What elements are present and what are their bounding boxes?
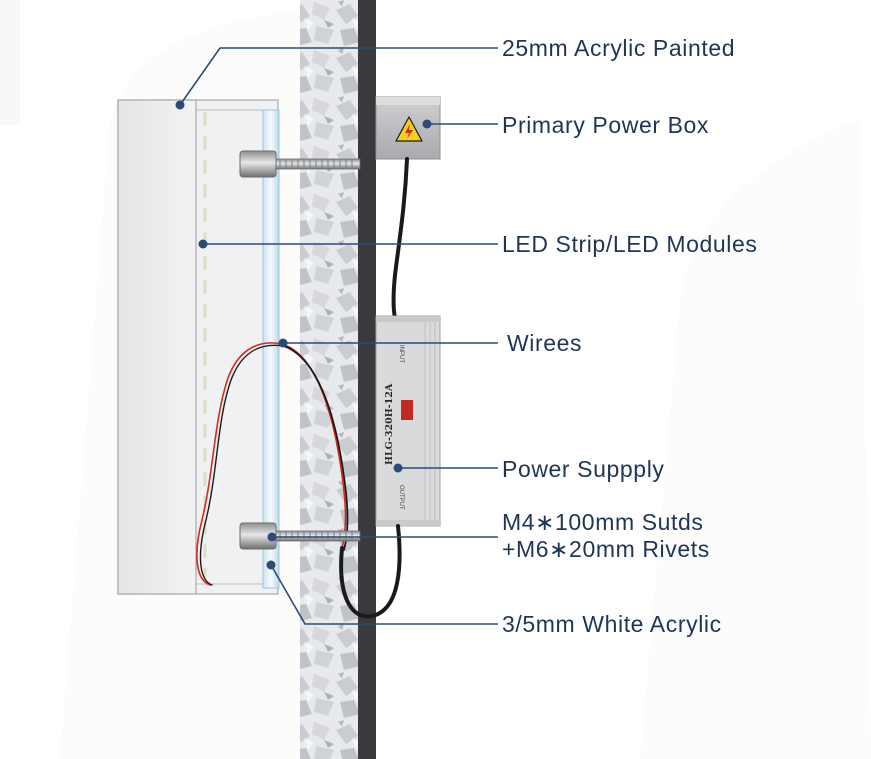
power-supply-unit: HLG-320H-12A INPUT OUTPUT	[375, 315, 441, 527]
label-white-acrylic: 3/5mm White Acrylic	[502, 611, 722, 637]
label-studs-line1: M4∗100mm Sutds	[502, 509, 704, 535]
leader-endpoints	[175, 100, 432, 570]
leader-white-acrylic	[270, 564, 498, 625]
leader-acrylic-painted	[179, 47, 498, 106]
white-acrylic-panel	[262, 109, 280, 589]
psu-output-label: OUTPUT	[398, 485, 404, 510]
label-acrylic-painted: 25mm Acrylic Painted	[502, 35, 736, 61]
stud-bolt-bottom	[239, 522, 361, 550]
power-cable-bottom	[339, 524, 402, 619]
wall-post	[358, 0, 376, 759]
stud-bolt-top	[239, 150, 361, 178]
label-power-supply: Power Suppply	[502, 456, 665, 482]
label-studs-line2: +M6∗20mm Rivets	[502, 536, 710, 562]
stone-wall	[300, 0, 362, 759]
psu-input-label: INPUT	[398, 345, 404, 363]
label-wires: Wirees	[507, 330, 583, 356]
primary-power-box	[375, 96, 441, 160]
label-led-strip: LED Strip/LED Modules	[502, 231, 758, 257]
psu-brand-logo	[401, 400, 413, 420]
label-primary-power-box: Primary Power Box	[502, 112, 710, 138]
leader-lines	[179, 47, 498, 625]
psu-model-label: HLG-320H-12A	[384, 383, 395, 465]
power-cable-top	[391, 157, 409, 320]
led-wires	[196, 342, 349, 586]
high-voltage-warning-icon	[395, 116, 423, 142]
